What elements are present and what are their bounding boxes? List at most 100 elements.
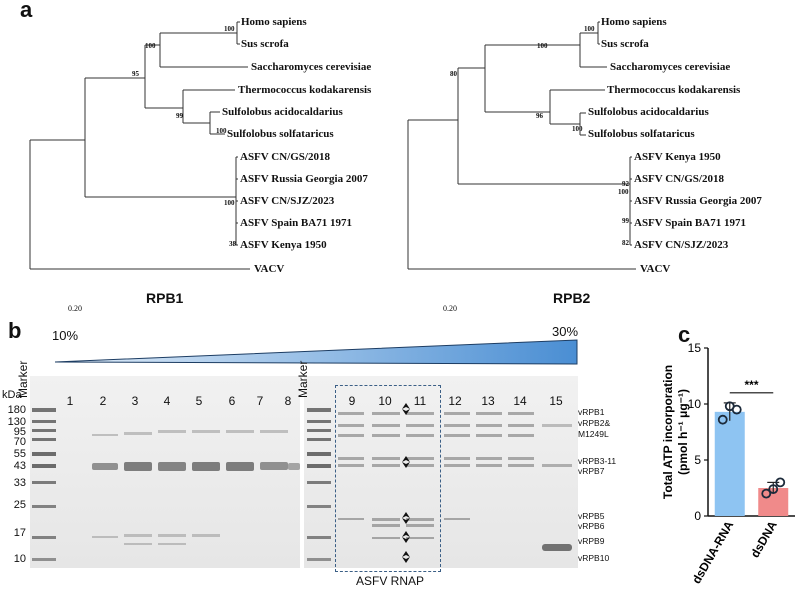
- kda-tick: 33: [13, 477, 26, 489]
- panel-b-letter: b: [8, 318, 22, 343]
- panel-a-letter: a: [20, 0, 33, 22]
- band-label: vRPB3-11: [578, 456, 617, 466]
- kda-label: kDa: [2, 389, 22, 401]
- rpb2-taxon: Saccharomyces cerevisiae: [610, 61, 731, 73]
- band-label: vRPB7: [578, 466, 605, 476]
- kda-tick: 10: [13, 553, 26, 565]
- rpb1-taxon: ASFV CN/GS/2018: [240, 151, 330, 163]
- rpb2-taxon: VACV: [640, 263, 671, 275]
- rpb1-bootstrap: 100: [224, 25, 235, 33]
- kda-tick: 180: [7, 404, 26, 416]
- rpb2-tree: [407, 21, 636, 270]
- rpb2-bootstrap: 100: [537, 42, 548, 50]
- rpb2-bootstrap: 100: [572, 125, 583, 133]
- rpb1-taxon: ASFV Kenya 1950: [240, 239, 327, 251]
- rpb1-bootstrap: 99: [176, 112, 183, 120]
- rpb2-title: RPB2: [553, 290, 591, 306]
- data-point: [775, 477, 786, 488]
- x-tick-label: dsDNA-RNA: [689, 518, 736, 586]
- kda-tick: 70: [13, 436, 26, 448]
- rpb1-scale-label: 0.20: [68, 304, 82, 313]
- band-label: vRPB2&: [578, 418, 611, 428]
- rpb2-taxon: Sulfolobus acidocaldarius: [588, 106, 709, 118]
- rpb1-taxon: Sulfolobus acidocaldarius: [222, 106, 343, 118]
- lane-number: 7: [256, 394, 264, 408]
- y-tick-label: 5: [694, 453, 701, 467]
- kda-tick: 95: [13, 426, 26, 438]
- y-tick-label: 0: [694, 509, 701, 523]
- y-tick-label: 10: [688, 397, 702, 411]
- y-axis-label: Total ATP incorporation: [661, 365, 675, 499]
- x-tick-label: dsDNA: [748, 518, 780, 560]
- band-label: vRPB9: [578, 536, 605, 546]
- rpb2-taxon: ASFV Spain BA71 1971: [634, 217, 746, 229]
- band-label: vRPB1: [578, 407, 605, 417]
- lane-number: 8: [284, 394, 292, 408]
- kda-tick: 25: [13, 499, 26, 511]
- gradient-wedge: [54, 339, 578, 365]
- rpb2-taxon: ASFV Kenya 1950: [634, 151, 721, 163]
- rpb1-bootstrap: 100: [224, 199, 235, 207]
- rpb1-taxon: Sus scrofa: [241, 38, 289, 50]
- marker-label-right: Marker: [296, 360, 310, 398]
- rpb2-bootstrap: 80: [450, 70, 457, 78]
- sds-page-gel: [30, 376, 578, 568]
- rpb2-bootstrap: 82: [622, 239, 629, 247]
- rpb2-bootstrap: 100: [584, 25, 595, 33]
- rpb1-taxon: VACV: [254, 263, 285, 275]
- data-point: [731, 404, 742, 415]
- lane-number: 15: [549, 394, 563, 408]
- lane-number: 14: [513, 394, 527, 408]
- data-point: [717, 414, 728, 425]
- lane-number: 6: [228, 394, 236, 408]
- rpb2-taxon: ASFV CN/GS/2018: [634, 173, 724, 185]
- kda-tick: 55: [13, 448, 26, 460]
- rpb1-title: RPB1: [146, 290, 184, 306]
- rpb2-bootstrap: 99: [622, 217, 629, 225]
- lane-number: 10: [378, 394, 392, 408]
- rpb1-bootstrap: 100: [216, 127, 227, 135]
- rpb2-taxon: Homo sapiens: [601, 16, 667, 28]
- rpb1-bootstrap: 95: [132, 70, 139, 78]
- rpb1-tree: [29, 21, 250, 270]
- rpb1-taxon: Homo sapiens: [241, 16, 307, 28]
- lane-number: 11: [413, 394, 427, 408]
- panel-c-letter: c: [678, 322, 691, 347]
- band-label: vRPB5: [578, 511, 605, 521]
- lane-number: 12: [448, 394, 462, 408]
- kda-tick: 17: [13, 527, 26, 539]
- band-label: vRPB6: [578, 521, 605, 531]
- lane-number: 4: [163, 394, 171, 408]
- rpb2-taxon: Sulfolobus solfataricus: [588, 128, 695, 140]
- rpb2-taxon: ASFV Russia Georgia 2007: [634, 195, 762, 207]
- data-point: [768, 484, 779, 495]
- bar: [714, 411, 745, 516]
- lane-number: 3: [131, 394, 139, 408]
- rpb1-taxon: ASFV CN/SJZ/2023: [240, 195, 335, 207]
- rpb2-bootstrap: 100: [618, 188, 629, 196]
- asfv-rnap-box: [335, 385, 441, 572]
- y-axis-label-units: (pmol h⁻¹ μg⁻¹): [676, 389, 690, 475]
- rpb2-taxon: Sus scrofa: [601, 38, 649, 50]
- rpb1-bootstrap: 38: [229, 240, 236, 248]
- lane-number: 5: [195, 394, 203, 408]
- data-point: [761, 488, 772, 499]
- lane-number: 13: [481, 394, 495, 408]
- gradient-end-label: 30%: [552, 324, 579, 339]
- asfv-rnap-label: ASFV RNAP: [356, 574, 425, 588]
- kda-tick: 43: [13, 460, 26, 472]
- lane-number: 2: [99, 394, 107, 408]
- rpb1-taxon: ASFV Russia Georgia 2007: [240, 173, 368, 185]
- significance-label: ***: [744, 378, 758, 392]
- rpb1-taxon: ASFV Spain BA71 1971: [240, 217, 352, 229]
- rpb2-bootstrap: 92: [622, 180, 629, 188]
- y-tick-label: 15: [688, 341, 702, 355]
- rpb1-taxon: Sulfolobus solfataricus: [227, 128, 334, 140]
- lane-number: 9: [348, 394, 356, 408]
- rpb1-taxon: Saccharomyces cerevisiae: [251, 61, 372, 73]
- rpb2-scale-label: 0.20: [443, 304, 457, 313]
- rpb2-taxon: Thermococcus kodakarensis: [607, 84, 741, 96]
- rpb2-taxon: ASFV CN/SJZ/2023: [634, 239, 729, 251]
- gradient-start-label: 10%: [52, 328, 79, 343]
